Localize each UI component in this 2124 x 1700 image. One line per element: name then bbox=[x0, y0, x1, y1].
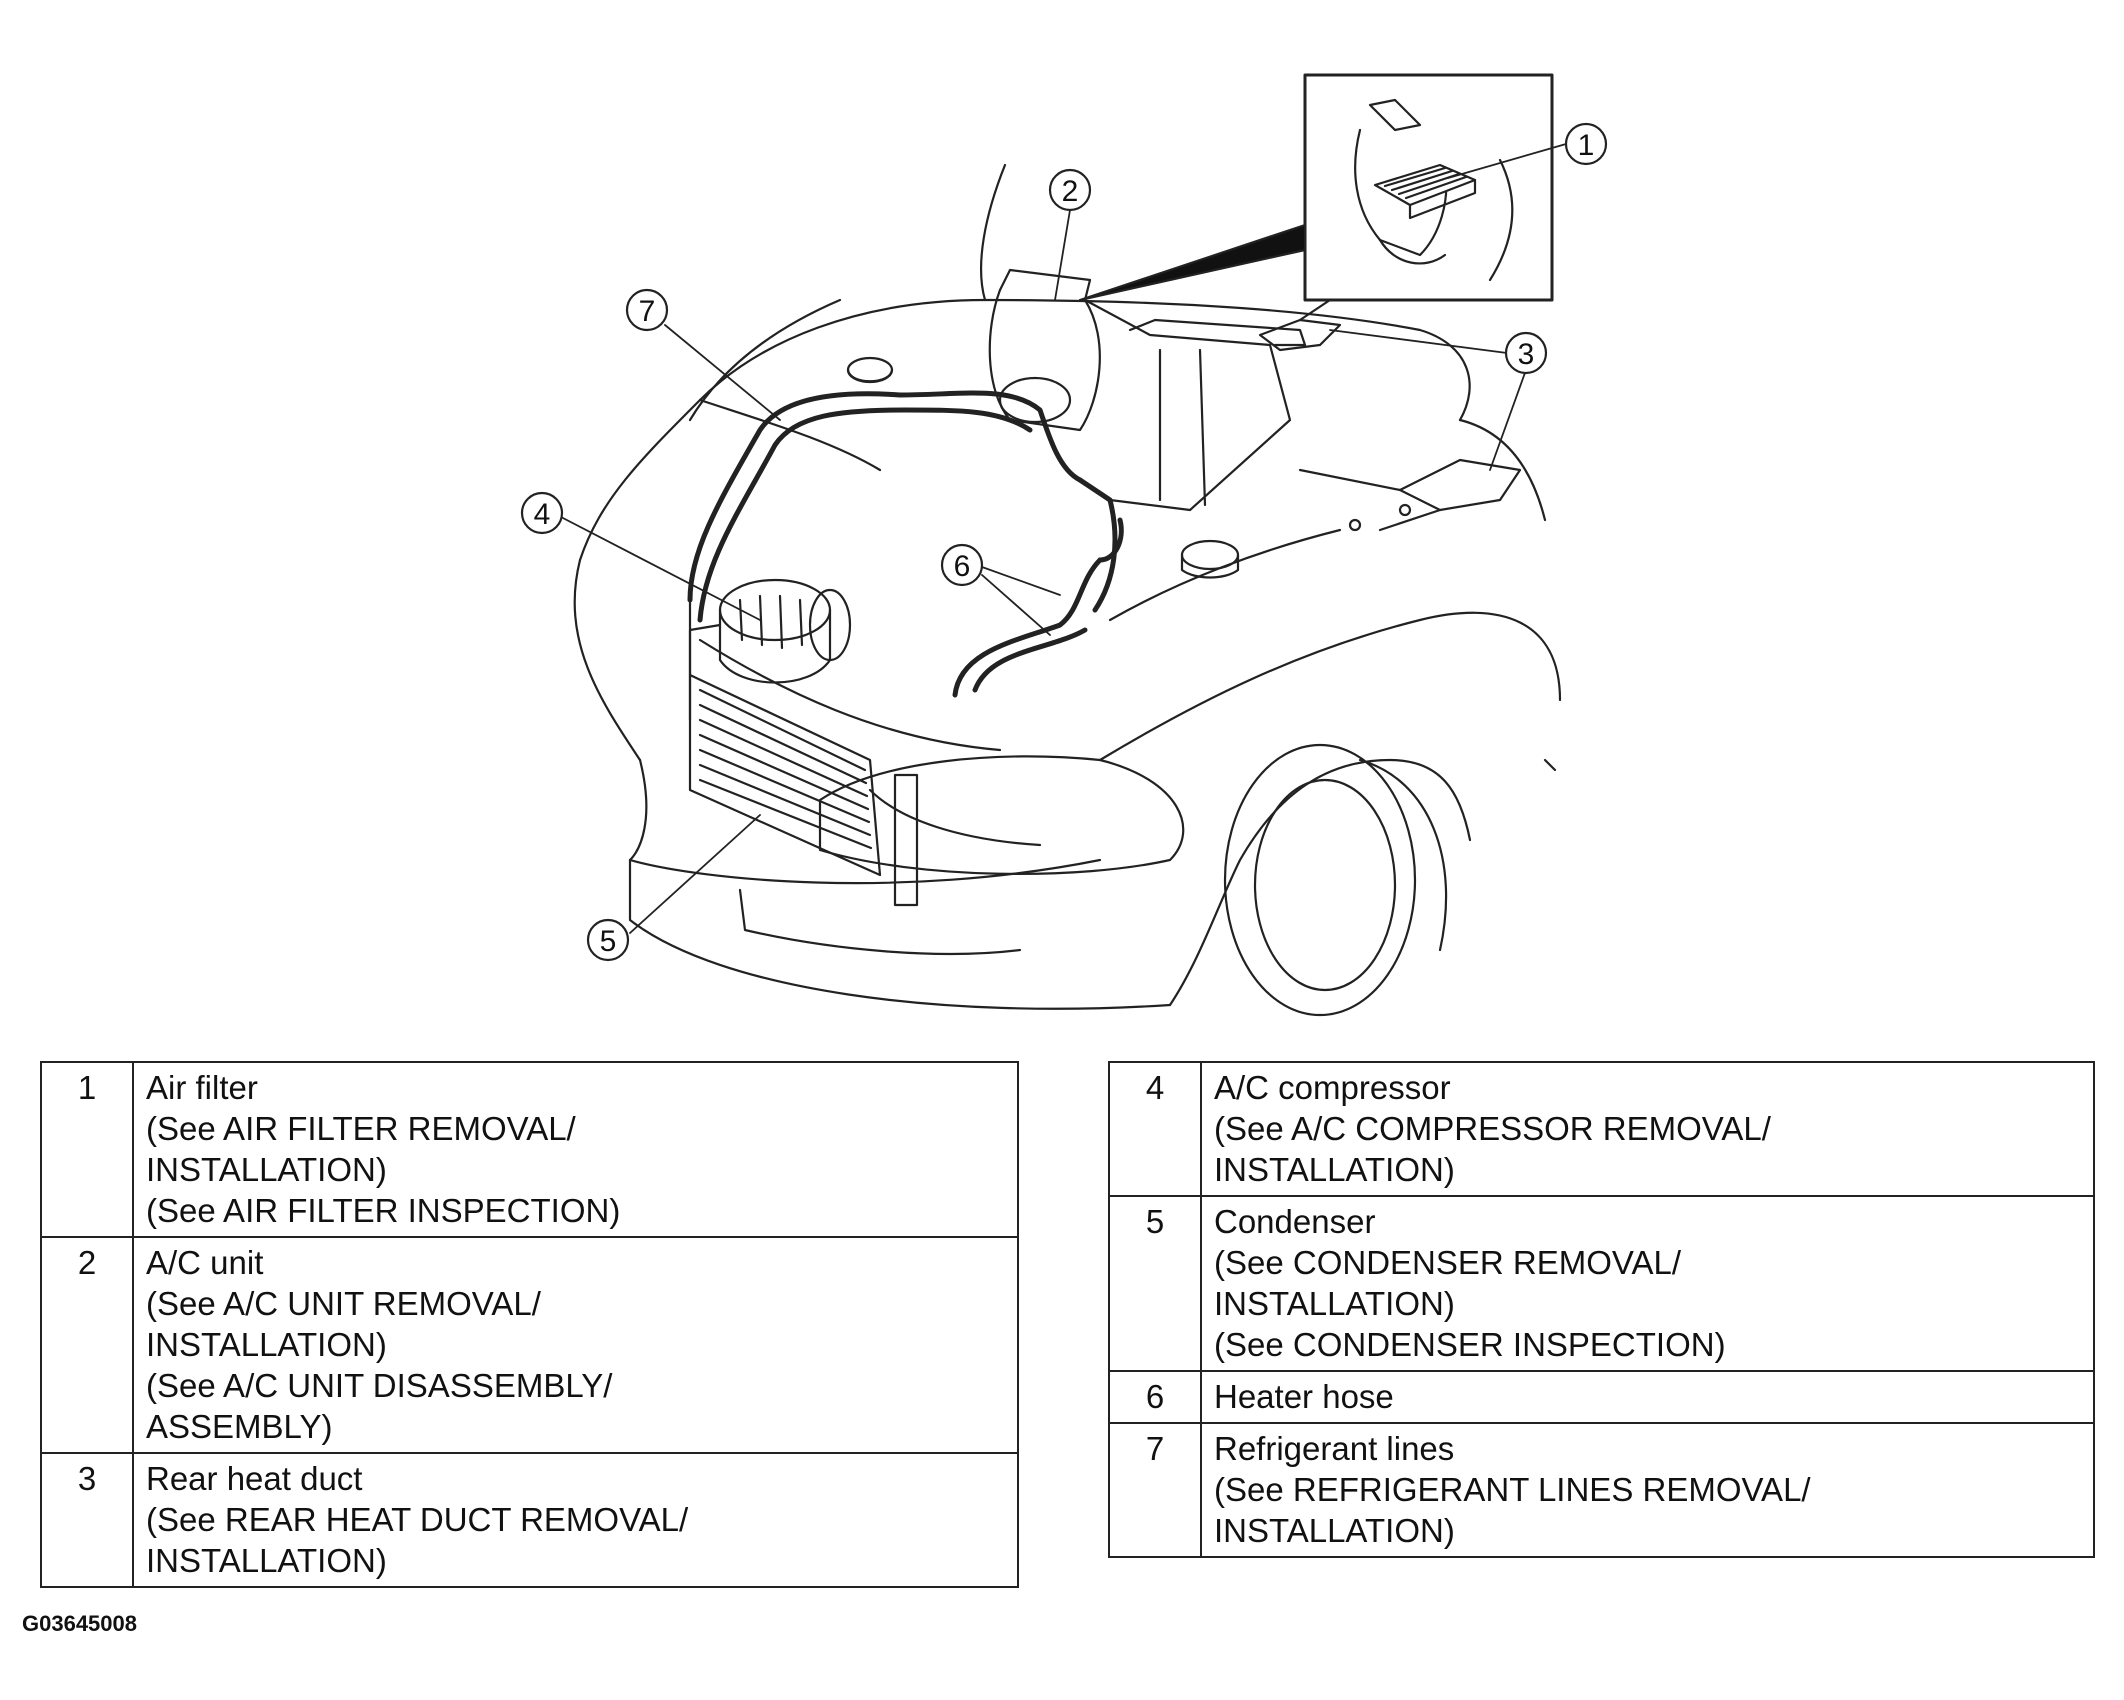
legend-row: 3 Rear heat duct (See REAR HEAT DUCT REM… bbox=[40, 1452, 1019, 1588]
leader-line-1 bbox=[1447, 143, 1567, 179]
legend-number: 1 bbox=[40, 1061, 134, 1238]
condenser-drawing bbox=[688, 598, 919, 907]
legend-description: Rear heat duct (See REAR HEAT DUCT REMOV… bbox=[132, 1452, 1019, 1588]
legend-table-right: 4 A/C compressor (See A/C COMPRESSOR REM… bbox=[1108, 1061, 2095, 1558]
callout-6: 6 bbox=[940, 543, 984, 587]
air-filter-inset bbox=[1303, 73, 1554, 302]
leader-line-6a bbox=[981, 566, 1061, 596]
legend-row: 5 Condenser (See CONDENSER REMOVAL/ INST… bbox=[1108, 1195, 2095, 1372]
compressor-drawing bbox=[688, 578, 852, 722]
legend-row: 7 Refrigerant lines (See REFRIGERANT LIN… bbox=[1108, 1422, 2095, 1558]
legend-table-left: 1 Air filter (See AIR FILTER REMOVAL/ IN… bbox=[40, 1061, 1019, 1588]
callout-4: 4 bbox=[520, 491, 564, 535]
hvac-component-diagram: 1 2 3 4 5 6 7 bbox=[520, 73, 1608, 1017]
callout-5: 5 bbox=[586, 918, 630, 962]
leader-line-2 bbox=[1054, 209, 1071, 301]
rear-heat-duct-drawing bbox=[1258, 298, 1522, 532]
legend-row: 1 Air filter (See AIR FILTER REMOVAL/ IN… bbox=[40, 1061, 1019, 1238]
leader-line-3a bbox=[1329, 329, 1508, 354]
leader-line-5 bbox=[629, 814, 761, 934]
leader-line-4 bbox=[560, 516, 761, 621]
legend-number: 2 bbox=[40, 1236, 134, 1454]
legend-number: 5 bbox=[1108, 1195, 1202, 1372]
leader-line-3b bbox=[1489, 369, 1527, 471]
legend-description: Air filter (See AIR FILTER REMOVAL/ INST… bbox=[132, 1061, 1019, 1238]
ac-unit-drawing bbox=[988, 268, 1307, 512]
legend-description: Condenser (See CONDENSER REMOVAL/ INSTAL… bbox=[1200, 1195, 2095, 1372]
legend-row: 2 A/C unit (See A/C UNIT REMOVAL/ INSTAL… bbox=[40, 1236, 1019, 1454]
legend-number: 3 bbox=[40, 1452, 134, 1588]
callout-1: 1 bbox=[1564, 122, 1608, 166]
svg-text:4: 4 bbox=[534, 498, 551, 531]
legend-description: A/C compressor (See A/C COMPRESSOR REMOV… bbox=[1200, 1061, 2095, 1197]
svg-text:6: 6 bbox=[954, 550, 971, 583]
callout-3: 3 bbox=[1504, 331, 1548, 375]
legend-row: 6 Heater hose bbox=[1108, 1370, 2095, 1424]
inset-pointer-wedge bbox=[1078, 223, 1307, 302]
callout-7: 7 bbox=[625, 288, 669, 332]
legend-number: 6 bbox=[1108, 1370, 1202, 1424]
callout-2: 2 bbox=[1048, 168, 1092, 212]
figure-code: G03645008 bbox=[22, 1611, 137, 1636]
legend-description: A/C unit (See A/C UNIT REMOVAL/ INSTALLA… bbox=[132, 1236, 1019, 1454]
svg-text:5: 5 bbox=[600, 925, 617, 958]
car-body-outline bbox=[573, 163, 1562, 1017]
svg-text:1: 1 bbox=[1578, 129, 1595, 162]
svg-text:3: 3 bbox=[1518, 338, 1535, 371]
svg-text:7: 7 bbox=[639, 295, 656, 328]
legend-description: Heater hose bbox=[1200, 1370, 2095, 1424]
svg-text:2: 2 bbox=[1062, 175, 1079, 208]
legend-description: Refrigerant lines (See REFRIGERANT LINES… bbox=[1200, 1422, 2095, 1558]
leader-lines bbox=[560, 143, 1567, 934]
leader-line-7 bbox=[664, 324, 781, 421]
leader-line-6b bbox=[981, 574, 1051, 636]
legend-row: 4 A/C compressor (See A/C COMPRESSOR REM… bbox=[1108, 1061, 2095, 1197]
legend-number: 7 bbox=[1108, 1422, 1202, 1558]
heater-hose-drawing bbox=[952, 517, 1124, 698]
legend-number: 4 bbox=[1108, 1061, 1202, 1197]
refrigerant-lines-drawing bbox=[687, 390, 1118, 623]
